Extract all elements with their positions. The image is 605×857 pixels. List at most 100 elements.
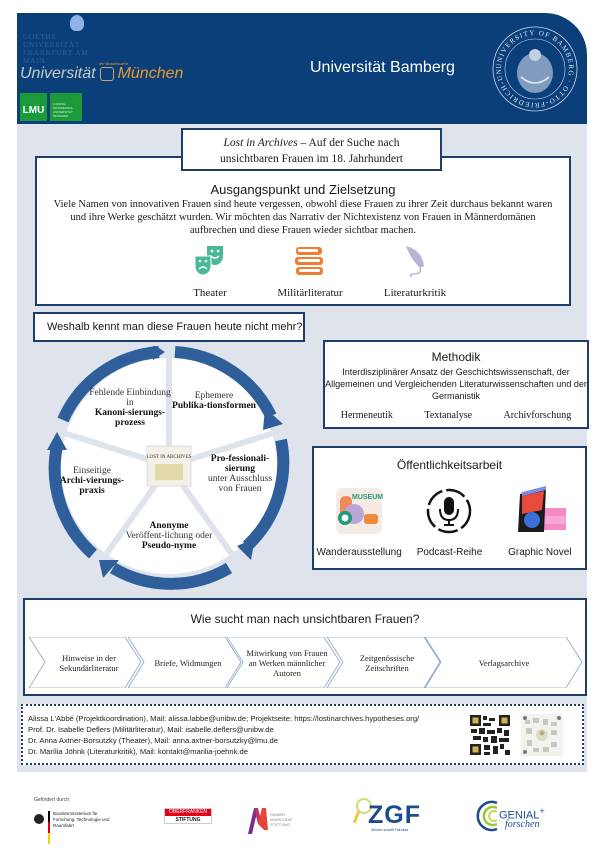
- chevron-arrows: [29, 637, 583, 688]
- unibw-logo: Universität München: [20, 65, 183, 83]
- cycle-graphic: LOST IN ARCHIVES: [47, 346, 290, 590]
- microphone-icon: [427, 488, 472, 534]
- cycle-arrowheads: [47, 346, 283, 578]
- method-text: Interdisziplinärer Ansatz der Geschichts…: [325, 367, 587, 401]
- reason-text: Veröffent-lichung oder: [125, 531, 213, 541]
- outreach-section: Öffentlichkeitsarbeit MUSEUM Wanderausst…: [312, 446, 587, 570]
- reason-bold: Kanoni-sierungs-prozess: [94, 408, 166, 428]
- intro-heading: Ausgangspunkt und Zielsetzung: [210, 182, 396, 197]
- search-step-label: Zeitgenössische Zeitschriften: [359, 652, 415, 673]
- bamberg-seal-icon: UNIVERSITY OF BAMBERG · OTTO-FRIEDRICH-U…: [491, 25, 578, 112]
- bmbf-text: Bundesministerium für Forschung, Technol…: [53, 811, 110, 828]
- chevron-step-5: [424, 637, 583, 688]
- zgf-logo: ZGF Wissen schafft Fairness: [353, 797, 428, 837]
- search-step-label: Hinweise in der Sekundärliteratur: [59, 652, 119, 673]
- zgf-text: ZGF: [368, 801, 421, 829]
- genial-text: GENIAL+: [499, 806, 545, 822]
- unibw-subtitle: der Bundeswehr: [99, 61, 129, 66]
- museum-icon: MUSEUM: [336, 488, 383, 534]
- intro-text: Viele Namen von innovativen Frauen sind …: [53, 199, 553, 236]
- german-flag-bar: [48, 811, 50, 844]
- rms-text: RAINER MARKGRAF STIFTUNG: [270, 812, 293, 827]
- category-label: Theater: [193, 287, 227, 299]
- category-label: Literaturkritik: [383, 287, 447, 299]
- reason-text: Ephemere: [194, 391, 234, 401]
- outreach-label: Podcast-Reihe: [416, 547, 483, 558]
- reason-bold: Publika-tionsformen: [172, 401, 256, 411]
- genial-plus: +: [539, 806, 545, 816]
- method-section: Methodik Interdisziplinärer Ansatz der G…: [323, 340, 589, 429]
- cycle-arrows: [48, 346, 290, 590]
- reason-text: unter Ausschluss von Frauen: [207, 474, 273, 494]
- center-logo-text: LOST IN ARCHIVES: [147, 455, 192, 460]
- method-item: Textanalyse: [424, 410, 473, 421]
- category-theater: Theater: [155, 243, 265, 299]
- search-section: Wie sucht man nach unsichtbaren Frauen? …: [23, 598, 587, 696]
- theater-masks-icon: [194, 246, 223, 276]
- method-item: Archivforschung: [503, 410, 572, 421]
- outreach-item-podcast: Podcast-Reihe: [405, 485, 493, 558]
- search-step-label: Verlagsarchive: [478, 657, 530, 668]
- qr-code-project-page[interactable]: [469, 714, 511, 756]
- goethe-university-logo: GOETHE UNIVERSITÄT FRANKFURT AM MAIN: [20, 15, 100, 65]
- reason-bold: Anonyme: [149, 521, 189, 531]
- genial-word: GENIAL: [499, 809, 540, 822]
- method-item: Hermeneutik: [340, 410, 393, 421]
- ofr-top-text: OBERFRANKEN: [165, 809, 211, 816]
- reason-text: Fehlende Einbindung in: [89, 388, 171, 408]
- reason-bold: Archi-vierungs-praxis: [59, 476, 125, 496]
- partner-logos: GOETHE UNIVERSITÄT FRANKFURT AM MAIN der…: [17, 13, 192, 124]
- category-militaerliteratur: Militärliteratur: [255, 243, 365, 299]
- chevron-step-3: [226, 637, 341, 688]
- contact-line: Alissa L'Abbé (Projektkoordination), Mai…: [28, 714, 420, 723]
- method-heading: Methodik: [431, 350, 481, 364]
- outreach-heading: Öffentlichkeitsarbeit: [396, 458, 503, 472]
- poster-title-italic: Lost in Archives: [223, 137, 298, 149]
- reason-text: Einseitige: [73, 466, 111, 476]
- outreach-item-graphic-novel: Graphic Novel: [496, 485, 584, 558]
- genial-subtitle: forschen: [505, 819, 540, 830]
- magnifier-icon: [353, 798, 372, 824]
- poster-title-line2: unsichtbaren Frauen im 18. Jahrhundert: [220, 153, 403, 165]
- header-banner: GOETHE UNIVERSITÄT FRANKFURT AM MAIN der…: [17, 13, 587, 124]
- ofr-bottom-text: STIFTUNG: [175, 817, 201, 823]
- graphic-novel-books-icon: [517, 486, 566, 532]
- quill-icon: [406, 246, 424, 278]
- zgf-subtitle: Wissen schafft Fairness: [371, 828, 409, 832]
- search-step-label: Mitwirkung von Frauen an Werken männlich…: [246, 647, 328, 678]
- lmu-logo-text: LUDWIG-MAXIMILIANS-UNIVERSITÄT MÜNCHEN: [50, 93, 82, 121]
- category-label: Militärliteratur: [277, 287, 343, 299]
- outreach-item-exhibition: MUSEUM Wanderausstellung: [315, 485, 403, 558]
- goethe-logo-text: GOETHE UNIVERSITÄT FRANKFURT AM MAIN: [23, 33, 89, 65]
- contact-box: Alissa L'Abbé (Projektkoordination), Mai…: [21, 704, 584, 765]
- rms-m-icon: [248, 808, 268, 834]
- contact-line: Dr. Anna Axtner-Borsutzky (Theater), Mai…: [28, 736, 278, 745]
- contact-line: Prof. Dr. Isabelle Deflers (Militärliter…: [28, 725, 274, 734]
- funded-by-label: Gefördert durch:: [34, 797, 71, 803]
- outreach-label: Graphic Novel: [508, 547, 572, 558]
- federal-eagle-icon: [34, 814, 44, 824]
- unibw-word-2: München: [117, 65, 184, 82]
- bmbf-logo: Bundesministerium für Forschung, Technol…: [34, 808, 124, 848]
- why-question: Weshalb kennt man diese Frauen heute nic…: [33, 312, 305, 342]
- lmu-logo: LMU: [20, 93, 47, 121]
- outreach-label: Wanderausstellung: [316, 547, 402, 558]
- method-items: Hermeneutik Textanalyse Archivforschung: [325, 410, 587, 421]
- chevron-step-4: [326, 637, 441, 688]
- poster-title-rest: – Auf der Suche nach: [297, 137, 400, 149]
- books-stack-icon: [295, 247, 323, 275]
- contact-line: Dr. Marília Jöhnk (Literaturkritik), Mai…: [28, 747, 248, 756]
- intro-section: Ausgangspunkt und Zielsetzung Viele Name…: [35, 156, 571, 306]
- unibw-emblem-icon: [99, 66, 114, 81]
- search-steps: Hinweise in der Sekundärliteratur Briefe…: [29, 637, 584, 688]
- oberfranken-stiftung-logo: OBERFRANKEN STIFTUNG: [164, 808, 212, 824]
- qr-code-secondary[interactable]: [521, 714, 563, 756]
- reason-bold: Pro-fessionali-sierung: [210, 454, 270, 474]
- genial-forschen-logo: GENIAL+ forschen: [473, 797, 553, 837]
- unibw-word-1: Universität: [20, 65, 96, 82]
